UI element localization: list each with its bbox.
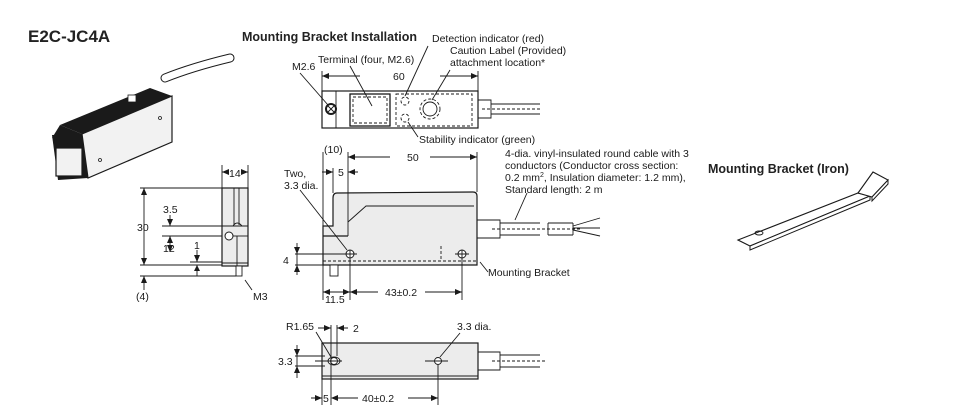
dia-33-label: 3.3 dia. — [284, 180, 318, 192]
caution-label-line1: Caution Label (Provided) — [450, 45, 566, 57]
cable-desc-line4: Standard length: 2 m — [505, 184, 603, 196]
detection-indicator-label: Detection indicator (red) — [432, 33, 544, 45]
dim-2: 2 — [353, 323, 359, 335]
mounting-bracket-label: Mounting Bracket — [488, 267, 570, 279]
dim-4: 4 — [283, 255, 289, 267]
model-title: E2C-JC4A — [28, 27, 110, 46]
dim-5: 5 — [338, 167, 344, 179]
dim-40: 40±0.2 — [362, 393, 394, 405]
dia-33-label: 3.3 dia. — [457, 321, 491, 333]
caution-label-line2: attachment location* — [450, 57, 545, 69]
dim-12: 12 — [163, 243, 175, 255]
bracket-illustration — [736, 171, 889, 251]
cable-desc-line1: 4-dia. vinyl-insulated round cable with … — [505, 148, 689, 160]
product-illustration — [52, 53, 235, 180]
end-view: 14 30 3.5 12 1 (4) M3 — [136, 165, 268, 303]
r165-label: R1.65 — [286, 321, 314, 333]
cable-desc-line3: 0.2 mm2, Insulation diameter: 1.2 mm), — [505, 172, 686, 184]
dim-50: 50 — [407, 152, 419, 164]
terminal-label: Terminal (four, M2.6) — [318, 54, 414, 66]
top-view: M2.6 Terminal (four, M2.6) Detection ind… — [292, 33, 566, 146]
m3-label: M3 — [253, 291, 268, 303]
bracket-title: Mounting Bracket (Iron) — [708, 162, 849, 176]
dim-10: (10) — [324, 144, 343, 156]
dim-11-5: 11.5 — [325, 294, 345, 306]
m26-label: M2.6 — [292, 61, 316, 73]
installation-title: Mounting Bracket Installation — [242, 30, 417, 44]
cable-desc-line2: conductors (Conductor cross section: — [505, 160, 678, 172]
dim-3-3: 3.3 — [278, 356, 293, 368]
dim-5: 5 — [323, 393, 329, 405]
two-label: Two, — [284, 168, 306, 180]
dim-14: 14 — [229, 168, 241, 180]
side-view: (10) 50 5 Two, 3.3 dia. 4-dia. vinyl-ins… — [283, 144, 689, 306]
dim-60: 60 — [393, 71, 405, 83]
dim-30: 30 — [137, 222, 149, 234]
dim-43: 43±0.2 — [385, 287, 417, 299]
dim-1: 1 — [194, 240, 200, 252]
bottom-view: R1.65 2 3.3 dia. 3.3 5 40±0.2 — [278, 321, 545, 405]
dim-3-5: 3.5 — [163, 204, 178, 216]
dim-4-paren: (4) — [136, 291, 149, 303]
stability-indicator-label: Stability indicator (green) — [419, 134, 535, 146]
